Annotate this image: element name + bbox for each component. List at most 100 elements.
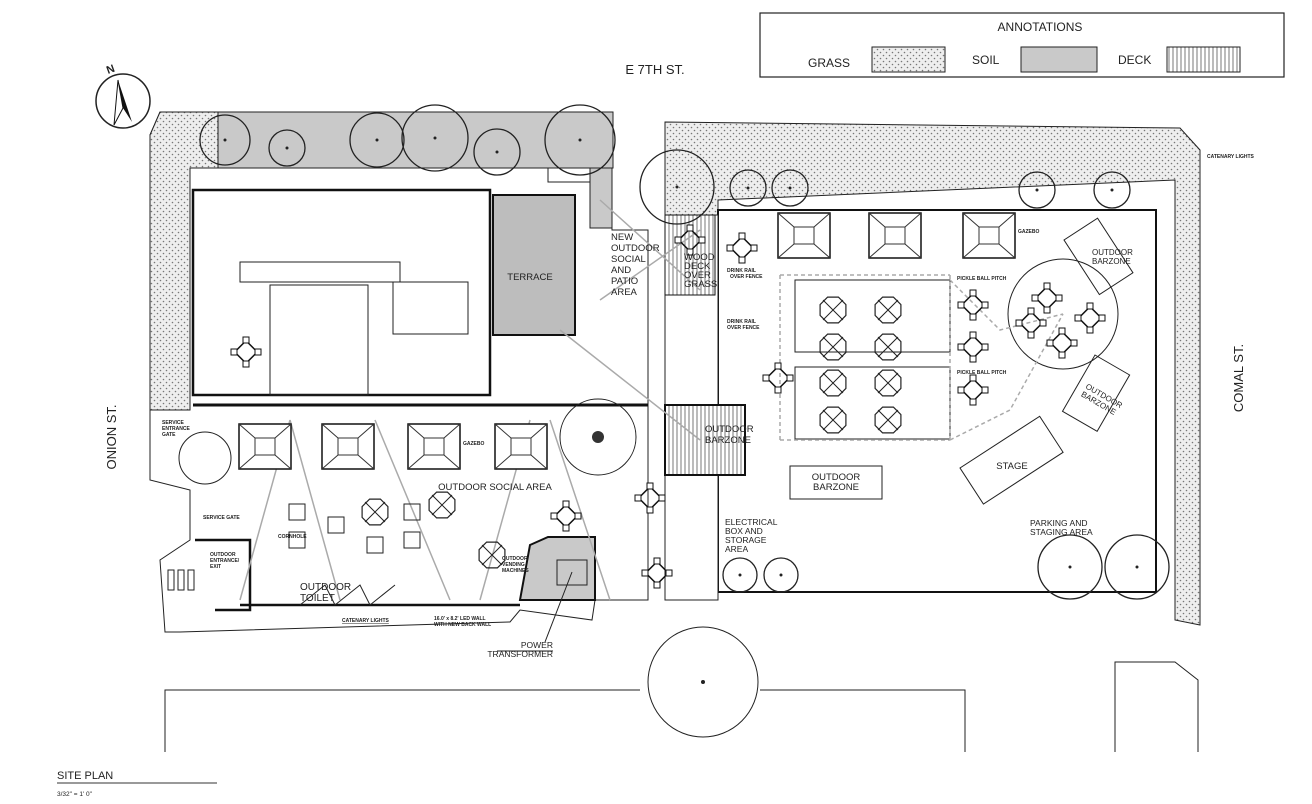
chair-icon — [981, 343, 989, 351]
picnic-table-icon — [366, 536, 384, 554]
tree-trunk — [375, 138, 379, 142]
tree-trunk — [1035, 188, 1039, 192]
umbrella-ribs — [822, 372, 844, 394]
bin — [187, 569, 195, 591]
outdoor-entrance-wall — [195, 538, 252, 612]
west-lot: TERRACE — [149, 111, 649, 633]
umbrella-table-icon — [361, 498, 389, 526]
chair-icon — [574, 512, 582, 520]
tree-trunk — [675, 185, 679, 189]
umbrella-ribs — [822, 336, 844, 358]
building-outline — [191, 188, 492, 397]
chair-icon — [634, 494, 642, 502]
chair-icon — [653, 557, 661, 565]
chair-icon — [786, 374, 794, 382]
stage-label: STAGE — [996, 461, 1028, 472]
barzone-top-right — [1063, 217, 1134, 296]
table-icon — [729, 235, 755, 261]
chair-icon — [969, 289, 977, 297]
chair-icon — [674, 236, 682, 244]
chair-icon — [665, 569, 673, 577]
gazebo-lines — [868, 212, 922, 259]
terrace-label: TERRACE — [507, 272, 552, 283]
table-icon — [960, 292, 986, 318]
annotations-legend: ANNOTATIONS GRASS SOIL DECK — [759, 12, 1285, 78]
chair-icon — [646, 506, 654, 514]
umbrella-table-icon — [874, 333, 902, 361]
chair-icon — [774, 362, 782, 370]
table-icon — [1018, 310, 1044, 336]
chair-icon — [1046, 339, 1054, 347]
legend-swatch-deck — [1166, 46, 1241, 73]
stage — [959, 415, 1064, 505]
gazebo-roof — [793, 226, 815, 245]
chair-icon — [1098, 314, 1106, 322]
tree-trunk — [433, 136, 437, 140]
umbrella-ribs — [822, 409, 844, 431]
tree-trunk — [779, 573, 783, 577]
umbrella-ribs — [877, 409, 899, 431]
tree-trunk — [1068, 565, 1072, 569]
chair-icon — [686, 224, 694, 232]
tree-icon — [544, 104, 616, 176]
chair-icon — [969, 398, 977, 406]
tree-trunk — [578, 138, 582, 142]
gazebo-roof — [423, 437, 445, 456]
tree-icon — [771, 169, 809, 207]
tree-icon — [199, 114, 251, 166]
building-room — [392, 281, 469, 335]
picnic-table-icon — [288, 531, 306, 549]
drawing-scale: 3/32" = 1' 0" — [57, 791, 93, 798]
tree-icon — [1037, 534, 1103, 600]
chair-icon — [641, 569, 649, 577]
gazebo-roof — [510, 437, 532, 456]
chair-icon — [1027, 307, 1035, 315]
table-icon — [644, 560, 670, 586]
chair-icon — [1027, 331, 1035, 339]
soil-planter — [589, 167, 613, 229]
chair-icon — [698, 236, 706, 244]
chair-icon — [1015, 319, 1023, 327]
terrace — [492, 194, 576, 336]
picnic-table-icon — [403, 503, 421, 521]
chair-icon — [981, 301, 989, 309]
table-icon — [960, 334, 986, 360]
fountain-icon — [592, 431, 604, 443]
tree-trunk — [223, 138, 227, 142]
tree-icon — [1104, 534, 1170, 600]
tree-trunk — [1135, 565, 1139, 569]
chair-icon — [738, 232, 746, 240]
east-lot — [664, 121, 1201, 626]
tree-trunk — [746, 186, 750, 190]
tree-trunk — [788, 186, 792, 190]
tree-icon — [473, 128, 521, 176]
transformer — [556, 559, 588, 586]
street-e-7th: E 7TH ST. — [625, 62, 684, 77]
chair-icon — [1039, 319, 1047, 327]
chair-icon — [658, 494, 666, 502]
building-room — [269, 284, 369, 396]
legend-title: ANNOTATIONS — [998, 20, 1083, 34]
soil-strip-north — [217, 111, 614, 169]
table-icon — [553, 503, 579, 529]
gazebo-note: GAZEBO — [1018, 229, 1040, 235]
umbrella-ribs — [364, 501, 386, 523]
umbrella-table-icon — [819, 369, 847, 397]
gazebo-lines — [407, 423, 461, 470]
chair-icon — [1031, 294, 1039, 302]
adjacent-buildings — [164, 626, 1199, 752]
chair-icon — [242, 336, 250, 344]
tree-icon — [401, 104, 469, 172]
chair-icon — [726, 244, 734, 252]
event-lawn — [717, 209, 1157, 593]
catenary-lights-note: CATENARY LIGHTS — [1207, 154, 1255, 160]
umbrella-table-icon — [428, 491, 456, 519]
